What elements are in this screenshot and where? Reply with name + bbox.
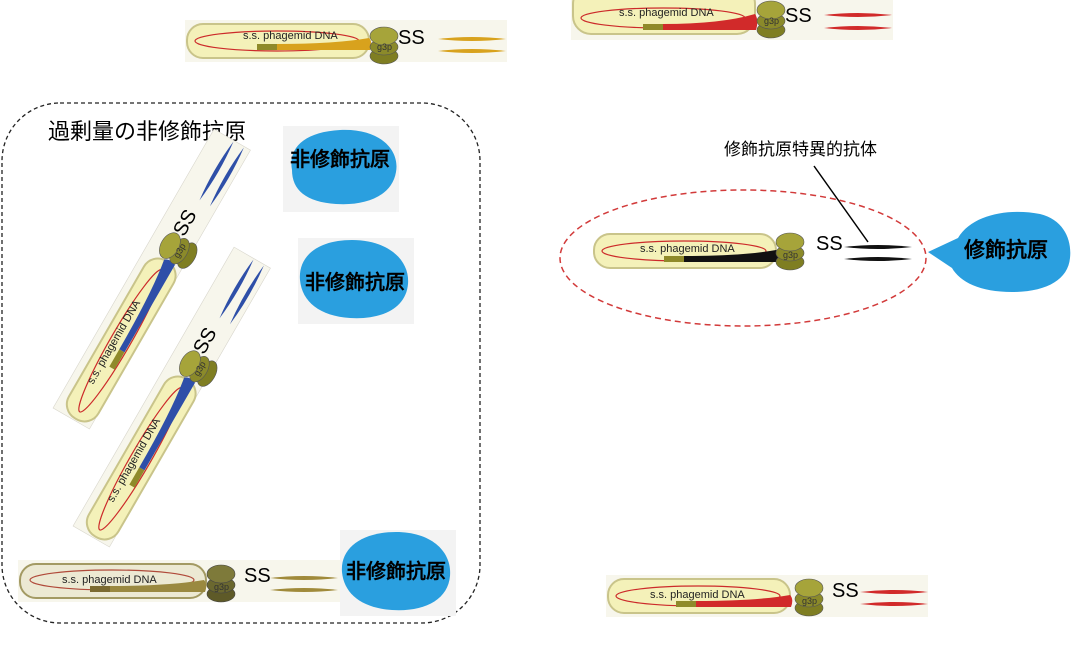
excess-group-box <box>1 102 481 624</box>
modified-antigen: 修飾抗原 <box>928 211 1071 292</box>
antibody-light-chain <box>438 49 506 53</box>
dna-label: s.s. phagemid DNA <box>640 243 735 255</box>
antibody-light-chain <box>209 147 244 207</box>
antibody-gene <box>684 250 779 262</box>
antibody-gene <box>139 377 196 471</box>
dna-marker <box>109 349 125 370</box>
g3p-protein: g3p <box>794 578 824 617</box>
antibody-heavy-chain <box>824 13 892 17</box>
antibody-heavy-chain <box>199 141 234 201</box>
bound-complex-ellipse <box>559 189 927 327</box>
g3p-protein: g3p <box>206 564 236 603</box>
ss-linker: SS <box>398 27 425 49</box>
phage-black-bound: s.s. phagemid DNA g3p SS <box>593 232 912 271</box>
antibody-callout-label: 修飾抗原特異的抗体 <box>724 140 877 160</box>
antibody-heavy-chain <box>844 245 912 249</box>
g3p-protein: g3p <box>179 350 218 387</box>
dna-marker <box>664 256 684 262</box>
dna-marker <box>643 24 663 30</box>
phage-red-top: s.s. phagemid DNA g3p SS <box>571 0 893 40</box>
dna-marker <box>676 601 696 607</box>
antibody-light-chain <box>270 588 338 592</box>
dna-marker <box>257 44 277 50</box>
unmodified-antigen-1: 非修飾抗原 <box>283 126 399 212</box>
antibody-heavy-chain <box>270 576 338 580</box>
antigen-label: 非修飾抗原 <box>346 559 446 583</box>
antibody-gene <box>663 14 758 30</box>
dna-label: s.s. phagemid DNA <box>619 7 714 19</box>
phage-red-bottom: s.s. phagemid DNA g3p SS <box>606 575 928 617</box>
antigen-label: 修飾抗原 <box>963 238 1048 262</box>
antigen-label: 非修飾抗原 <box>305 270 405 294</box>
unmodified-antigen-2: 非修飾抗原 <box>298 238 414 324</box>
dna-marker <box>90 586 110 592</box>
g3p-label: g3p <box>214 582 229 592</box>
g3p-label: g3p <box>783 250 798 260</box>
ss-linker: SS <box>816 233 843 255</box>
antibody-heavy-chain <box>438 37 506 41</box>
antibody-heavy-chain <box>860 590 928 594</box>
g3p-label: g3p <box>377 42 392 52</box>
antibody-light-chain <box>844 257 912 261</box>
antibody-light-chain <box>229 265 264 325</box>
ss-linker: SS <box>832 580 859 602</box>
antigen-label: 非修飾抗原 <box>290 147 390 171</box>
antibody-light-chain <box>860 602 928 606</box>
dna-label: s.s. phagemid DNA <box>62 574 157 586</box>
dna-label: s.s. phagemid DNA <box>243 30 338 42</box>
antibody-gene <box>110 580 207 592</box>
g3p-label: g3p <box>764 16 779 26</box>
antibody-gene <box>277 38 372 50</box>
g3p-label: g3p <box>802 596 817 606</box>
ss-linker: SS <box>785 5 812 27</box>
phage-gold: s.s. phagemid DNA g3p SS <box>185 20 507 65</box>
phage-blue-upper: s.s. phagemid DNA g3p SS <box>52 128 251 430</box>
phage-blue-lower: s.s. phagemid DNA g3p SS <box>72 246 271 548</box>
dna-marker <box>129 467 145 488</box>
antibody-light-chain <box>824 26 892 30</box>
callout-leader-line <box>813 165 869 243</box>
ss-linker: SS <box>244 565 271 587</box>
unmodified-antigen-3: 非修飾抗原 <box>340 530 456 616</box>
phage-olive: s.s. phagemid DNA g3p SS <box>18 560 340 603</box>
g3p-protein: g3p <box>369 26 399 65</box>
g3p-protein: g3p <box>159 232 198 269</box>
g3p-protein: g3p <box>756 0 786 39</box>
antibody-heavy-chain <box>219 259 254 319</box>
antibody-gene <box>696 595 793 607</box>
g3p-protein: g3p <box>775 232 805 271</box>
dna-label: s.s. phagemid DNA <box>650 589 745 601</box>
antibody-gene <box>119 259 176 353</box>
